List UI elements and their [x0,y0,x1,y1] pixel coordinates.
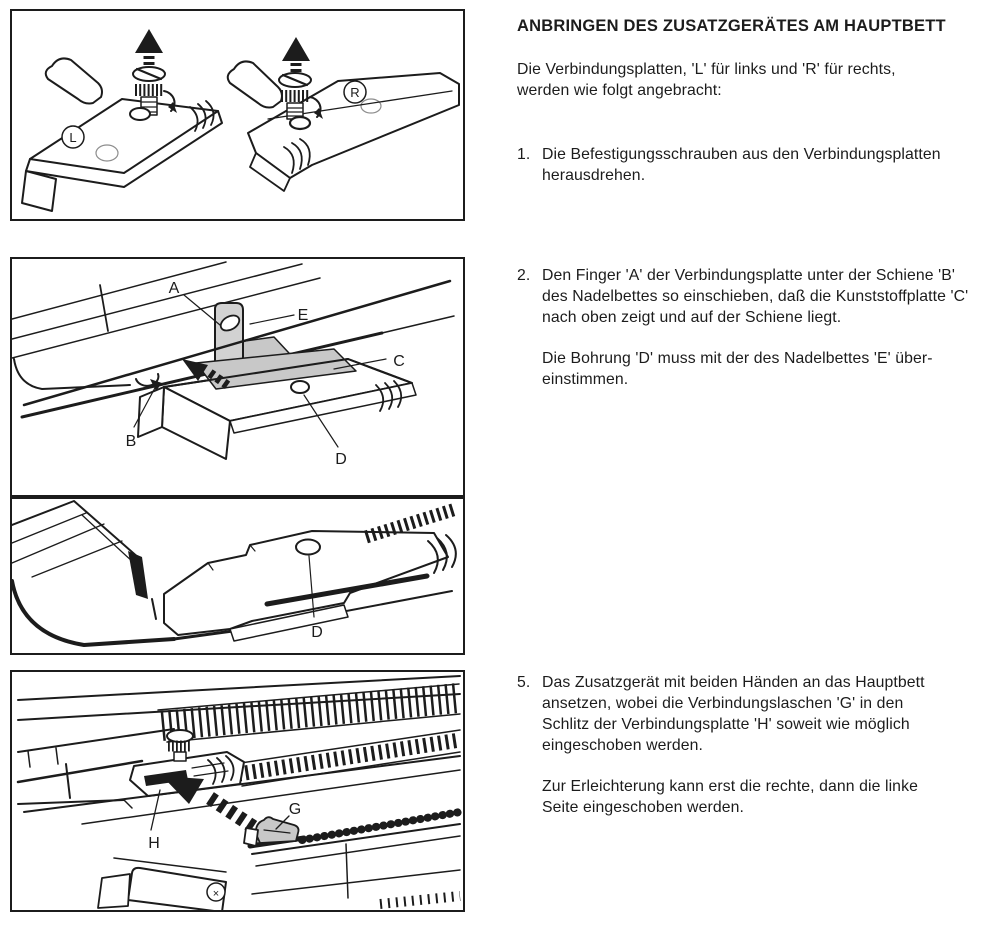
step-text: Das Zusatzgerät mit beiden Händen an das… [542,674,925,754]
gripper-ridges [283,146,295,174]
plate-l-label: L [69,130,76,145]
bed-rail-b [22,279,452,407]
label-d: D [335,451,347,468]
label-b: B [126,433,137,450]
right-connection-plate: R [226,37,460,192]
left-connection-plate: L [21,29,223,212]
step-text: Die Befestigungsschrauben aus den Verbin… [542,146,941,184]
step-5: 5. Das Zusatzgerät mit beiden Händen an … [517,672,987,818]
figure-attach-accessory-drawing: H G × [16,675,463,910]
page-title: ANBRINGEN DES ZUSATZGERÄTES AM HAUPTBETT [517,17,946,35]
plate-r-mark-circle [343,80,367,104]
bed-corner [12,579,176,647]
screw-head-circle [206,882,226,902]
label-d: D [311,624,323,641]
step-note: Zur Erleichterung kann erst die rechte, … [542,778,918,816]
bore-hole-d [295,538,321,556]
accessory-bed [97,808,463,910]
step-2: 2. Den Finger 'A' der Verbindungsplatte … [517,265,987,390]
up-arrow-icon [135,29,163,69]
insert-arrow-icon [182,359,233,391]
figure-insert-plate: A E C B D [10,257,465,497]
gripper-ridges [427,540,439,574]
label-g: G [289,801,301,818]
step-1: 1. Die Befestigungsschrauben aus den Ver… [517,144,987,186]
plate-r-label: R [350,85,359,100]
leader-lines [150,789,290,831]
screw-hole [288,115,312,131]
spring-coil [364,502,458,544]
step-number: 5. [517,674,531,691]
plate-handle [44,57,103,105]
figure-plate-attached: D [10,497,465,655]
fixing-screw-icon [132,66,166,116]
plate-deck [29,98,219,174]
step-note: Die Bohrung 'D' muss mit der des Nadelbe… [542,350,933,388]
needle-bed [12,261,321,359]
screw-cross-mark: × [213,888,219,900]
main-bed [16,675,462,825]
rotate-arrow-icon [163,90,177,113]
label-a: A [169,280,180,297]
up-arrow-icon [282,37,310,75]
step-number: 1. [517,146,531,163]
insert-arrow-icon [162,776,262,836]
screw-hole [129,107,151,121]
leader-line [308,555,315,618]
plate-shadow [264,573,430,607]
attached-plate [163,530,457,642]
step-number: 2. [517,267,531,284]
gripper-ridges [207,759,217,785]
needle-ticks [379,891,461,909]
figure-remove-screws-drawing: L [21,29,460,212]
figure-attach-accessory: H G × [10,670,465,912]
plate-l-mark-circle [61,125,85,149]
bed-corner [13,358,131,390]
label-e: E [298,307,309,324]
fixing-screw-icon [166,729,194,762]
gripper-ridges [375,384,385,412]
figure-plate-attached-drawing: D [12,500,458,647]
figure-insert-plate-drawing: A E C B D [12,261,455,468]
figure-remove-screws: L [10,9,465,221]
leader-lines [133,294,387,448]
fixing-screw-icon [278,72,312,120]
label-h: H [148,835,160,852]
connection-plate-h [129,729,245,797]
intro-paragraph: Die Verbindungsplatten, 'L' für links un… [517,61,896,99]
bed-slot-e [219,314,241,332]
gripper-ridges [189,106,199,132]
connecting-tab-g [255,816,300,844]
rotate-arrow-icon [309,96,323,119]
label-c: C [393,353,405,370]
step-text: Den Finger 'A' der Verbindungsplatte unt… [542,267,969,326]
needle-slot-hatch [160,683,460,741]
sawtooth-edge [298,808,463,844]
bore-hole-d [290,380,310,394]
needle-bed [12,500,453,647]
plate-handle [226,60,283,109]
